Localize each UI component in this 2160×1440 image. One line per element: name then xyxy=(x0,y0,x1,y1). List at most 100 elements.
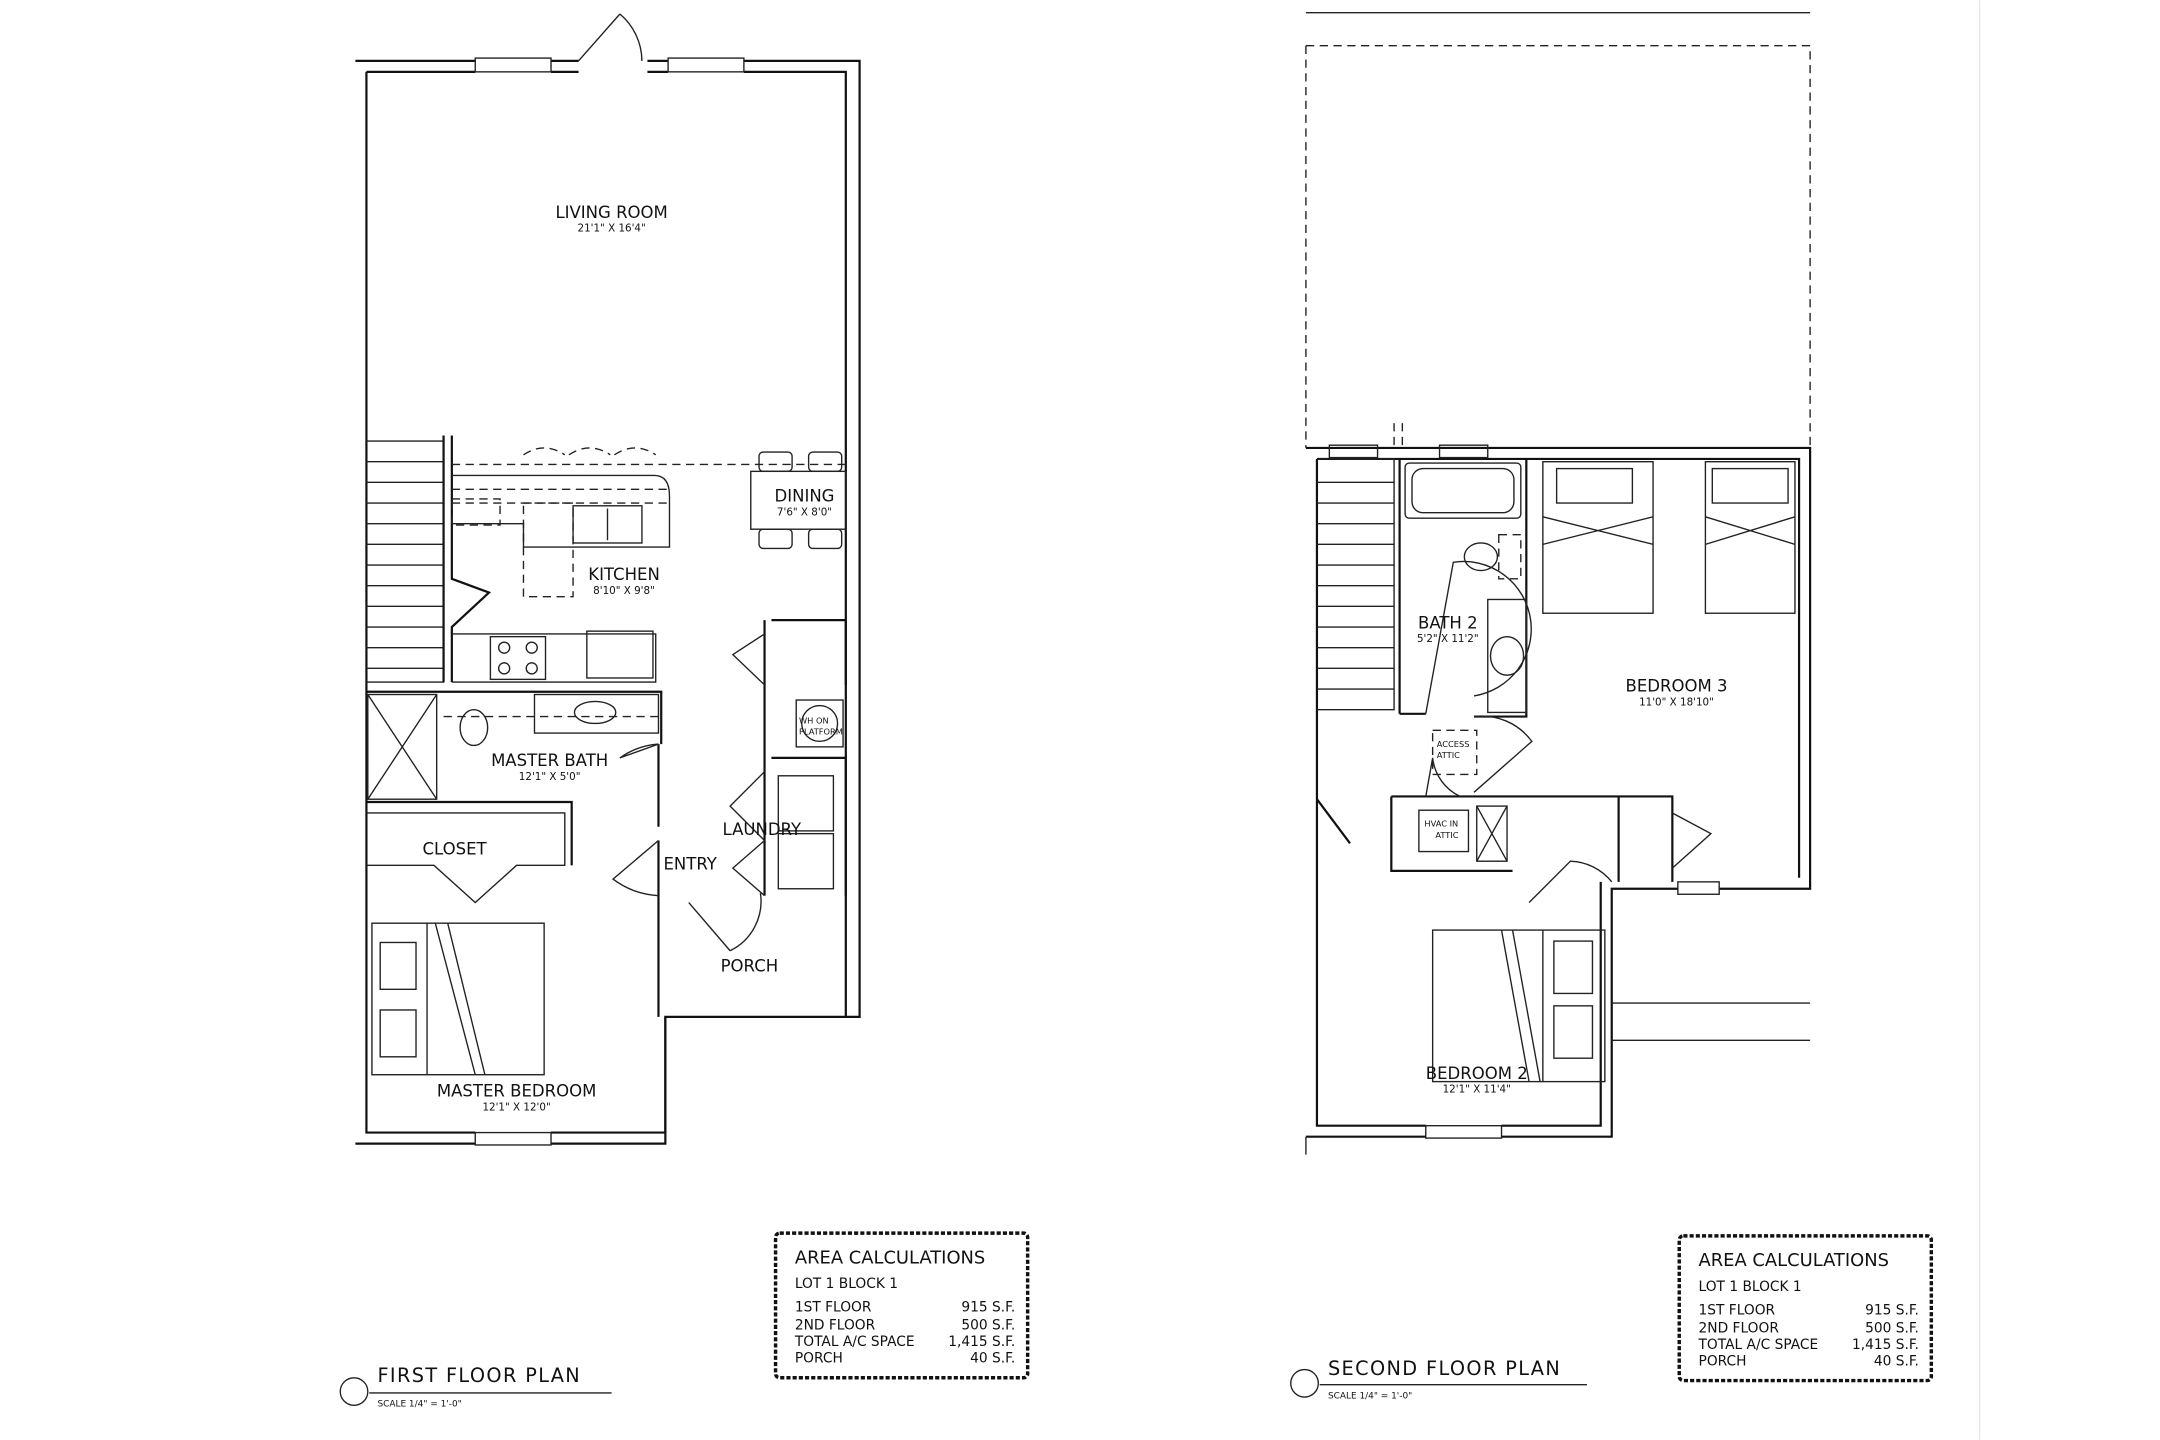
svg-text:AREA CALCULATIONS: AREA CALCULATIONS xyxy=(1699,1250,1889,1271)
closet-doors xyxy=(1528,812,1713,904)
window xyxy=(1425,1125,1503,1139)
svg-text:915 S.F.: 915 S.F. xyxy=(1865,1302,1919,1318)
window xyxy=(474,1131,552,1146)
plan-marker-icon xyxy=(1290,1368,1320,1398)
washer xyxy=(777,775,835,832)
svg-text:PORCH: PORCH xyxy=(1699,1353,1747,1369)
attic-access xyxy=(1431,729,1478,776)
svg-text:2ND FLOOR: 2ND FLOOR xyxy=(795,1318,876,1334)
window xyxy=(474,57,552,73)
toilet xyxy=(459,708,489,747)
room-size-living-room: 21'1" X 16'4" xyxy=(578,223,646,235)
svg-text:40 S.F.: 40 S.F. xyxy=(1874,1353,1919,1369)
master-bed xyxy=(371,922,545,1076)
room-label-laundry: LAUNDRY xyxy=(723,820,802,839)
dryer xyxy=(777,832,835,890)
svg-text:1ST FLOOR: 1ST FLOOR xyxy=(1699,1302,1776,1318)
room-label-bedroom-2: BEDROOM 2 xyxy=(1426,1064,1528,1083)
svg-text:915 S.F.: 915 S.F. xyxy=(961,1300,1015,1316)
vanity xyxy=(533,693,660,734)
room-label-master-bath: MASTER BATH xyxy=(491,751,608,770)
svg-text:1,415 S.F.: 1,415 S.F. xyxy=(948,1334,1015,1350)
svg-text:500 S.F.: 500 S.F. xyxy=(961,1318,1015,1334)
first-floor-scale: SCALE 1/4" = 1'-0" xyxy=(377,1400,461,1410)
svg-text:TOTAL A/C SPACE: TOTAL A/C SPACE xyxy=(1698,1337,1819,1353)
room-label-bedroom-3: BEDROOM 3 xyxy=(1625,677,1727,696)
closet-doors xyxy=(366,812,566,904)
svg-text:PORCH: PORCH xyxy=(795,1351,843,1367)
svg-text:500 S.F.: 500 S.F. xyxy=(1865,1320,1919,1336)
linen-closet xyxy=(1476,805,1508,862)
svg-text:1ST FLOOR: 1ST FLOOR xyxy=(795,1300,872,1316)
toilet xyxy=(1463,542,1499,572)
room-label-closet: CLOSET xyxy=(423,839,488,858)
note-platform: PLATFORM xyxy=(799,726,843,736)
svg-text:40 S.F.: 40 S.F. xyxy=(970,1351,1015,1367)
plan-marker-icon xyxy=(339,1377,369,1407)
room-label-bath-2: BATH 2 xyxy=(1418,613,1478,632)
room-size-bath-2: 5'2" X 11'2" xyxy=(1417,633,1479,645)
bar-stools xyxy=(523,447,657,456)
room-label-porch: PORCH xyxy=(721,956,779,975)
exterior-wall xyxy=(1305,446,1812,1138)
kitchen-counter xyxy=(451,633,657,683)
room-label-living-room: LIVING ROOM xyxy=(555,203,667,222)
entry-walls xyxy=(657,619,847,1017)
stairs xyxy=(1316,458,1395,711)
bath2-door xyxy=(1425,560,1532,714)
svg-text:AREA CALCULATIONS: AREA CALCULATIONS xyxy=(795,1247,985,1268)
note-hvac: HVAC IN xyxy=(1424,819,1458,829)
hall-doors xyxy=(1425,715,1533,798)
bedroom3-beds xyxy=(1542,461,1796,614)
svg-text:LOT 1 BLOCK 1: LOT 1 BLOCK 1 xyxy=(795,1276,898,1292)
kitchen-island xyxy=(451,474,671,548)
note-access: ACCESS xyxy=(1437,739,1470,749)
room-size-master-bedroom: 12'1" X 12'0" xyxy=(482,1102,550,1114)
range xyxy=(489,635,547,681)
room-label-master-bedroom: MASTER BEDROOM xyxy=(437,1082,597,1101)
room-label-kitchen: KITCHEN xyxy=(588,565,660,584)
shower xyxy=(367,693,438,800)
room-size-dining: 7'6" X 8'0" xyxy=(777,506,832,518)
exterior-wall xyxy=(355,59,861,1145)
second-floor-plan: BATH 2 5'2" X 11'2" BEDROOM 3 11'0" X 18… xyxy=(1290,11,1812,1401)
room-label-entry: ENTRY xyxy=(663,854,717,873)
dishwasher xyxy=(522,502,574,598)
svg-text:LOT 1 BLOCK 1: LOT 1 BLOCK 1 xyxy=(1699,1279,1802,1295)
refrigerator xyxy=(586,630,654,679)
room-size-master-bath: 12'1" X 5'0" xyxy=(519,771,581,783)
bath2-wall xyxy=(1398,458,1528,718)
dining-table xyxy=(750,451,847,550)
roof-below-outline xyxy=(1305,44,1811,448)
hvac-unit xyxy=(1418,809,1470,853)
laundry-doors xyxy=(729,633,766,897)
room-size-bedroom-3: 11'0" X 18'10" xyxy=(1639,697,1714,709)
bedroom2-bed xyxy=(1431,929,1606,1083)
water-heater xyxy=(795,699,844,748)
room-size-bedroom-2: 12'1" X 11'4" xyxy=(1443,1084,1511,1096)
area-calculations-left: AREA CALCULATIONS LOT 1 BLOCK 1 1ST FLOO… xyxy=(773,1231,1030,1380)
note-hvac-attic: ATTIC xyxy=(1435,830,1458,840)
bath-door xyxy=(611,743,659,897)
svg-text:2ND FLOOR: 2ND FLOOR xyxy=(1699,1320,1780,1336)
master-bath-wall xyxy=(366,690,663,866)
window xyxy=(1328,444,1379,459)
vanity xyxy=(1487,598,1528,714)
room-label-dining: DINING xyxy=(775,487,835,506)
front-door xyxy=(578,13,643,62)
note-attic: ATTIC xyxy=(1437,750,1460,760)
first-floor-title: FIRST FLOOR PLAN xyxy=(377,1364,581,1387)
first-floor-plan: LIVING ROOM 21'1" X 16'4" DINING 7'6" X … xyxy=(339,13,861,1410)
sink xyxy=(572,505,643,544)
room-size-kitchen: 8'10" X 9'8" xyxy=(593,585,655,597)
bathtub xyxy=(1404,462,1522,519)
porch-door xyxy=(688,892,762,952)
second-floor-title: SECOND FLOOR PLAN xyxy=(1328,1357,1561,1380)
interior-wall-line xyxy=(365,70,847,1134)
svg-text:TOTAL A/C SPACE: TOTAL A/C SPACE xyxy=(794,1334,915,1350)
stairs xyxy=(366,435,492,683)
note-wh: WH ON xyxy=(799,715,829,725)
area-calculations-right: AREA CALCULATIONS LOT 1 BLOCK 1 1ST FLOO… xyxy=(1677,1234,1934,1383)
svg-text:1,415 S.F.: 1,415 S.F. xyxy=(1852,1337,1919,1353)
